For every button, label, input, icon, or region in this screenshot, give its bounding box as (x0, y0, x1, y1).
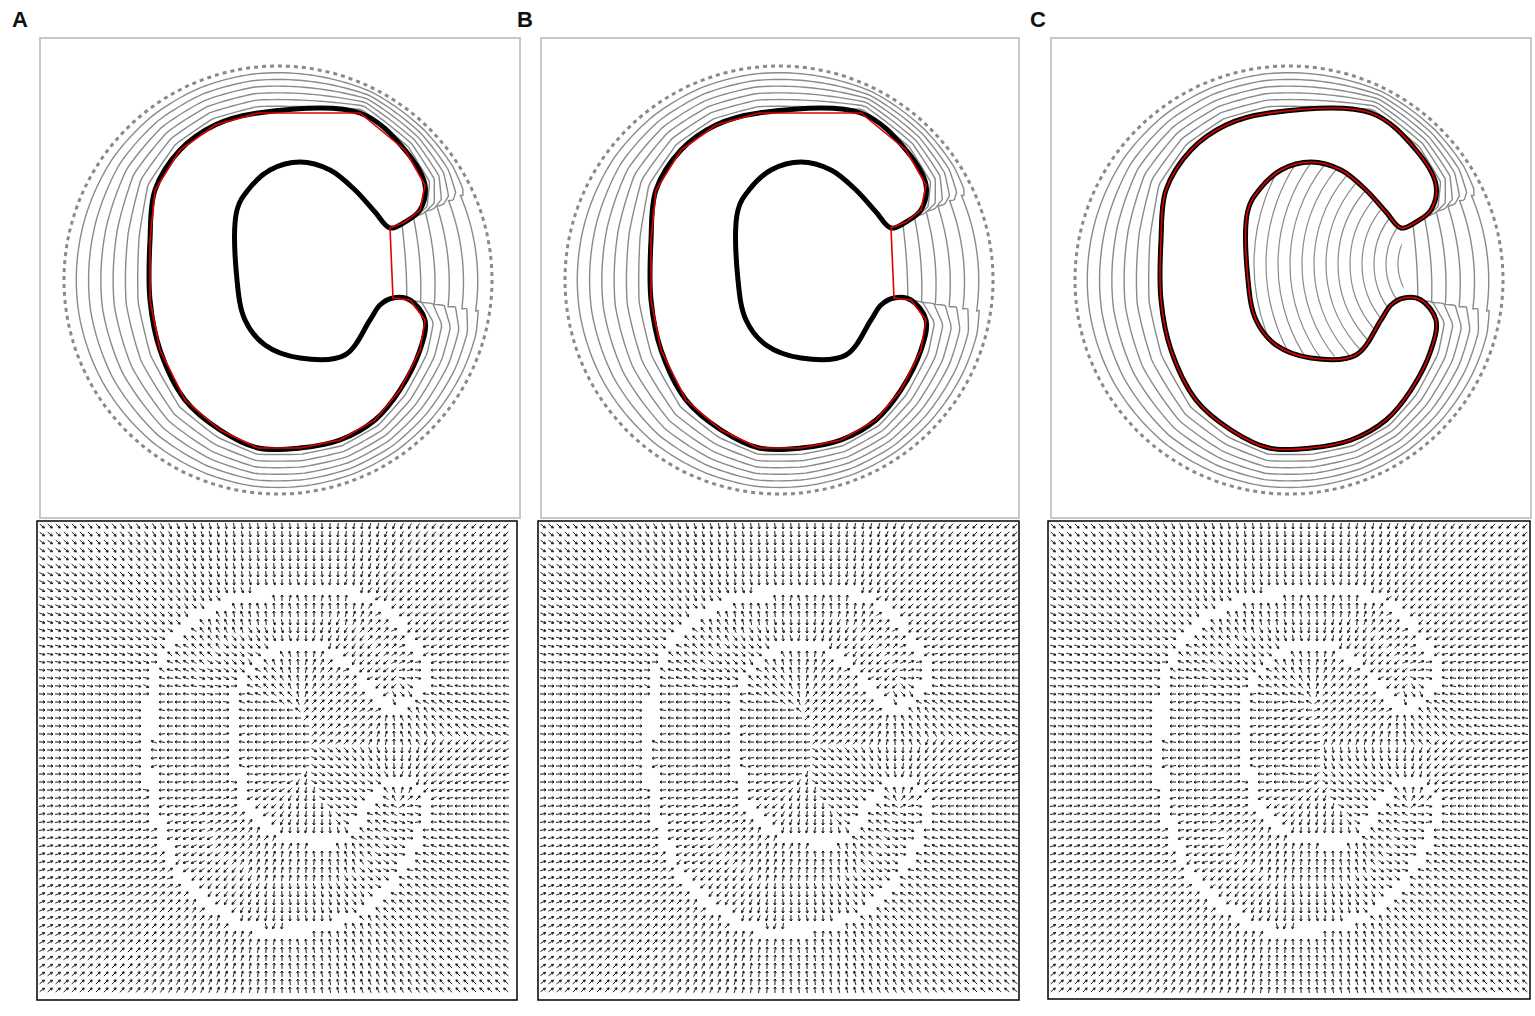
panel-label: C (1030, 9, 1046, 31)
panel-frame (541, 38, 1019, 518)
level-curve (1278, 94, 1423, 434)
level-curve (1422, 236, 1446, 291)
vector-field (1050, 523, 1528, 993)
vector-field (540, 523, 1018, 993)
final-contour (651, 113, 926, 448)
level-curve (1124, 93, 1461, 468)
level-set-panel (565, 66, 993, 494)
initial-contour (565, 66, 993, 494)
object-boundary (650, 108, 927, 450)
level-curve (614, 93, 951, 468)
panel-label: A (12, 9, 28, 31)
inner-level-curves (1254, 70, 1447, 457)
level-curve (1362, 177, 1436, 351)
level-curve (1087, 73, 1489, 488)
level-curve (1136, 100, 1452, 462)
level-curve (639, 106, 934, 454)
level-curve (89, 79, 468, 480)
level-curve (1338, 153, 1432, 374)
panel-frame (1048, 521, 1530, 999)
level-curve (1410, 224, 1444, 303)
level-curve (1100, 79, 1479, 480)
panel-frame (40, 38, 520, 518)
level-set-panel (1075, 66, 1503, 494)
vector-field (39, 523, 509, 993)
level-curve (1112, 86, 1470, 474)
level-curve (602, 86, 960, 474)
level-curve (113, 93, 450, 468)
object-boundary (1160, 108, 1437, 450)
level-curve (1434, 248, 1447, 280)
level-curve (626, 100, 942, 462)
panel-frame (538, 521, 1019, 1000)
level-curve (1290, 106, 1425, 422)
level-curve (138, 106, 433, 454)
level-curve (1350, 165, 1434, 363)
final-contour (1160, 108, 1437, 450)
final-contour (150, 113, 425, 448)
level-curve (1266, 82, 1421, 445)
level-curve (125, 100, 441, 462)
level-curve (101, 86, 459, 474)
panel-label: B (517, 9, 533, 31)
object-boundary (149, 108, 426, 450)
level-set-panel (64, 66, 492, 494)
initial-contour (64, 66, 492, 494)
level-curve (590, 79, 969, 480)
level-curve (577, 73, 979, 488)
level-curve (76, 73, 478, 488)
panel-frame (37, 521, 517, 1000)
level-curve (1326, 142, 1431, 387)
initial-contour (1075, 66, 1503, 494)
level-curve (1149, 106, 1444, 454)
panel-frame (1051, 38, 1531, 518)
